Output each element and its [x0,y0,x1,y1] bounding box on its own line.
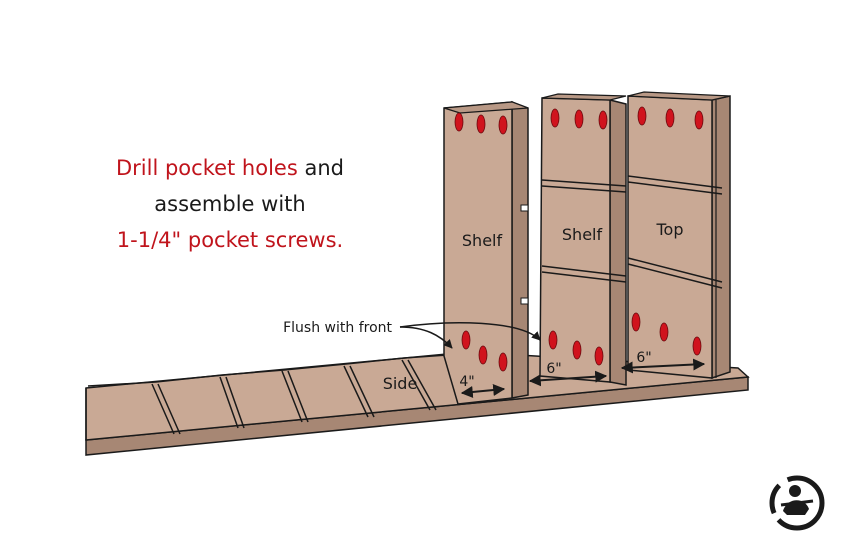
instruction-line-1-rest: and [304,156,344,180]
woodworker-logo-icon [769,475,825,531]
flush-note-label: Flush with front [283,320,392,336]
instruction-highlight-1: Drill pocket holes [115,156,298,180]
gap-2-arrow [528,370,608,387]
gap-3-arrow [620,358,706,374]
gap-1-arrow [460,384,506,398]
dimension-arrows [460,358,706,398]
shelf-1-panel [443,100,529,405]
gap-2-label: 6" [546,361,561,377]
side-label: Side [383,374,418,393]
pocket-holes [454,106,704,372]
gap-3-label: 6" [636,350,651,366]
side-board-grooves [87,353,463,435]
instruction-highlight-2: 1-1/4" pocket screws. [116,228,344,252]
gap-1-label: 4" [459,374,474,390]
instruction-line-1: Drill pocket holes and [60,150,400,186]
shelf-2-label: Shelf [562,225,603,244]
top-label: Top [656,220,684,239]
top-panel [627,91,731,380]
shelf-1-label: Shelf [462,231,503,250]
instruction-line-2: assemble with [154,192,306,216]
flush-leader [399,322,541,349]
shelf-2-panel [539,93,627,386]
